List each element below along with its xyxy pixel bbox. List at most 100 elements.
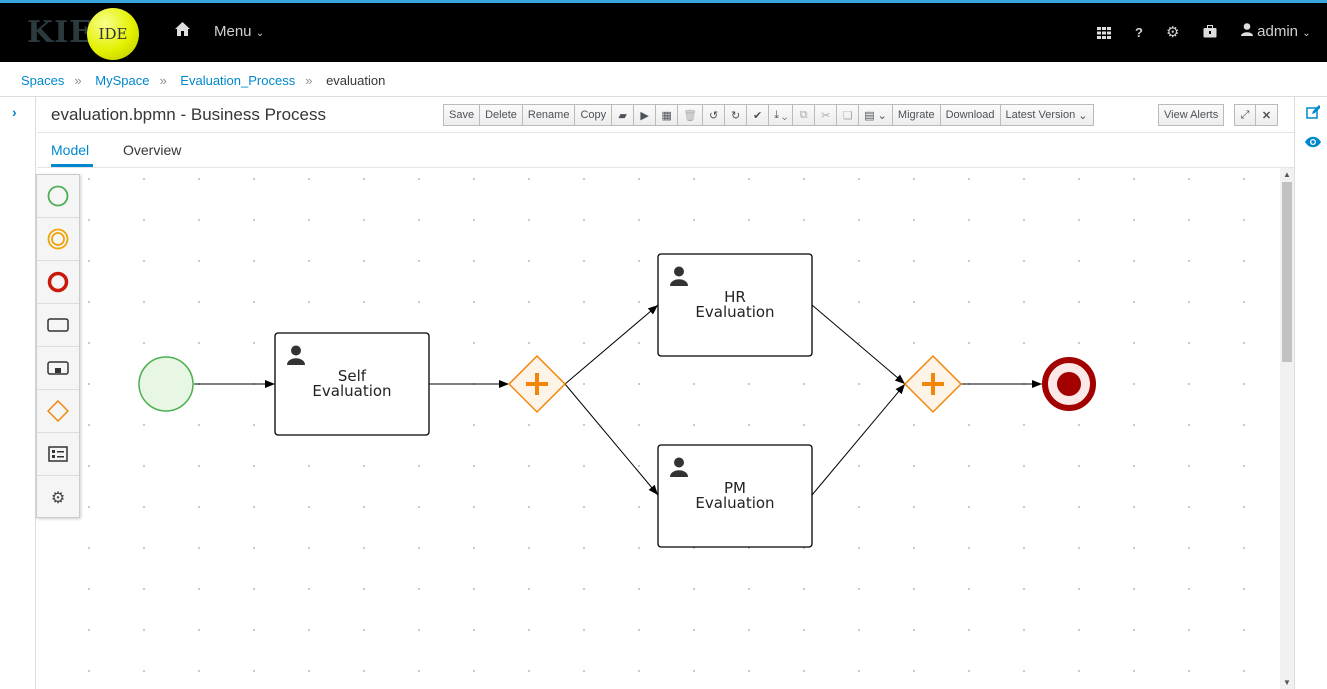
task-hr-evaluation[interactable]: HR Evaluation [657, 253, 813, 357]
palette-start-events[interactable] [37, 175, 79, 218]
cut-icon[interactable]: ✂ [815, 104, 838, 126]
briefcase-icon[interactable] [1203, 25, 1217, 42]
user-name: admin [1257, 23, 1299, 40]
user-icon [1241, 23, 1253, 36]
tab-model[interactable]: Model [51, 142, 90, 158]
start-event[interactable] [138, 356, 194, 412]
grid-icon[interactable]: ▦ [656, 104, 679, 126]
lane-icon [48, 446, 68, 462]
task-self-evaluation[interactable]: Self Evaluation [274, 332, 430, 436]
help-icon[interactable]: ? [1135, 25, 1143, 40]
user-menu[interactable]: admin ⌄ [1241, 23, 1311, 40]
eraser-icon[interactable]: ▰ [612, 104, 635, 126]
sequence-flow[interactable] [564, 383, 659, 496]
chevron-down-icon: ⌄ [1078, 109, 1088, 122]
right-docks [1294, 97, 1327, 689]
paste-icon[interactable]: ❏ [837, 104, 860, 126]
breadcrumb-separator: » [305, 73, 313, 88]
breadcrumb-separator: » [74, 73, 82, 88]
task-label: Self [338, 367, 367, 385]
sequence-flow[interactable] [564, 304, 659, 385]
scrollbar-thumb[interactable] [1282, 182, 1292, 362]
tab-overview[interactable]: Overview [123, 142, 182, 158]
subprocess-icon [47, 361, 69, 375]
latest-version-label: Latest Version [1005, 109, 1076, 121]
vertical-scrollbar[interactable]: ▲ ▼ [1280, 168, 1294, 689]
active-tab-indicator [51, 164, 93, 167]
logo-kie: KIE [27, 15, 93, 50]
home-icon[interactable] [175, 22, 190, 40]
palette-intermediate-events[interactable] [37, 218, 79, 261]
menu-dropdown[interactable]: Menu ⌄ [214, 23, 264, 40]
palette-custom-tasks[interactable]: ⚙︎ [37, 476, 79, 519]
sequence-flows [194, 304, 1042, 496]
rename-button[interactable]: Rename [522, 104, 576, 126]
divider [0, 96, 1327, 97]
gateway-icon [47, 400, 69, 422]
eye-icon[interactable] [1305, 135, 1321, 153]
sequence-flow[interactable] [811, 383, 906, 496]
palette-containers[interactable] [37, 433, 79, 476]
scroll-down-icon[interactable]: ▼ [1283, 678, 1291, 687]
palette-tasks[interactable] [37, 304, 79, 347]
parallel-gateway-join[interactable] [903, 354, 963, 414]
scroll-up-icon[interactable]: ▲ [1283, 170, 1291, 179]
close-icon[interactable]: ✕ [1256, 104, 1278, 126]
chevron-down-icon: ⌄ [1302, 28, 1311, 39]
chevron-right-icon[interactable]: › [12, 104, 17, 120]
breadcrumb-project[interactable]: Evaluation_Process [180, 73, 296, 88]
task-pm-evaluation[interactable]: PM Evaluation [657, 444, 813, 548]
breadcrumb-spaces[interactable]: Spaces [21, 73, 65, 88]
parallel-gateway-split[interactable] [507, 354, 567, 414]
task-icon [47, 318, 69, 332]
gear-icon[interactable]: ⚙ [1166, 24, 1180, 41]
shape-palette: ⚙︎ [36, 174, 80, 518]
breadcrumb-separator: » [159, 73, 167, 88]
task-label: Evaluation [312, 382, 391, 400]
top-navbar: KIE IDE Menu ⌄ ? ⚙ admin ⌄ [0, 3, 1327, 62]
validate-check-icon[interactable]: ✔ [747, 104, 770, 126]
trash-icon[interactable]: 🗑 [678, 104, 704, 126]
export-download-icon[interactable]: ⤓ ⌄ [769, 104, 794, 126]
sequence-flow[interactable] [811, 304, 906, 385]
divider [37, 132, 1294, 133]
task-label: HR [724, 288, 746, 306]
palette-end-events[interactable] [37, 261, 79, 304]
play-icon[interactable]: ▶ [634, 104, 657, 126]
redo-icon[interactable]: ↻ [725, 104, 748, 126]
latest-version-dropdown[interactable]: Latest Version ⌄ [1000, 104, 1094, 126]
process-canvas[interactable]: Self Evaluation HR Evaluation PM Evaluat… [37, 168, 1280, 689]
logo-ide: IDE [87, 8, 139, 60]
top-accent-bar [0, 0, 1327, 3]
save-button[interactable]: Save [443, 104, 481, 126]
apps-grid-icon[interactable] [1097, 26, 1111, 43]
palette-subprocesses[interactable] [37, 347, 79, 390]
gears-icon: ⚙︎ [50, 489, 66, 507]
view-alerts-button[interactable]: View Alerts [1158, 104, 1225, 126]
copy-icon[interactable]: ⧉ [793, 104, 816, 126]
left-collapsed-panel: › [0, 97, 36, 689]
edit-icon[interactable] [1306, 105, 1321, 124]
delete-button[interactable]: Delete [480, 104, 523, 126]
chevron-down-icon: ⌄ [255, 28, 265, 39]
breadcrumb-current: evaluation [326, 73, 386, 88]
start-event-icon [47, 185, 69, 207]
view-options-icon[interactable]: ▤ ⌄ [859, 104, 893, 126]
end-event[interactable] [1042, 357, 1096, 411]
breadcrumb: Spaces » MySpace » Evaluation_Process » eva… [21, 73, 395, 88]
migrate-button[interactable]: Migrate [892, 104, 941, 126]
intermediate-event-icon [47, 228, 69, 250]
task-label: Evaluation [695, 303, 774, 321]
window-toolbar: ⤢ ✕ [1234, 104, 1278, 126]
copy-button[interactable]: Copy [575, 104, 613, 126]
alerts-toolbar: View Alerts [1158, 104, 1225, 126]
palette-gateways[interactable] [37, 390, 79, 433]
breadcrumb-myspace[interactable]: MySpace [95, 73, 150, 88]
divider [37, 167, 1294, 168]
undo-icon[interactable]: ↺ [703, 104, 726, 126]
menu-label: Menu [214, 23, 252, 40]
editor-title: evaluation.bpmn - Business Process [51, 105, 326, 124]
download-button[interactable]: Download [940, 104, 1001, 126]
task-label: PM [724, 479, 746, 497]
maximize-icon[interactable]: ⤢ [1234, 104, 1256, 126]
